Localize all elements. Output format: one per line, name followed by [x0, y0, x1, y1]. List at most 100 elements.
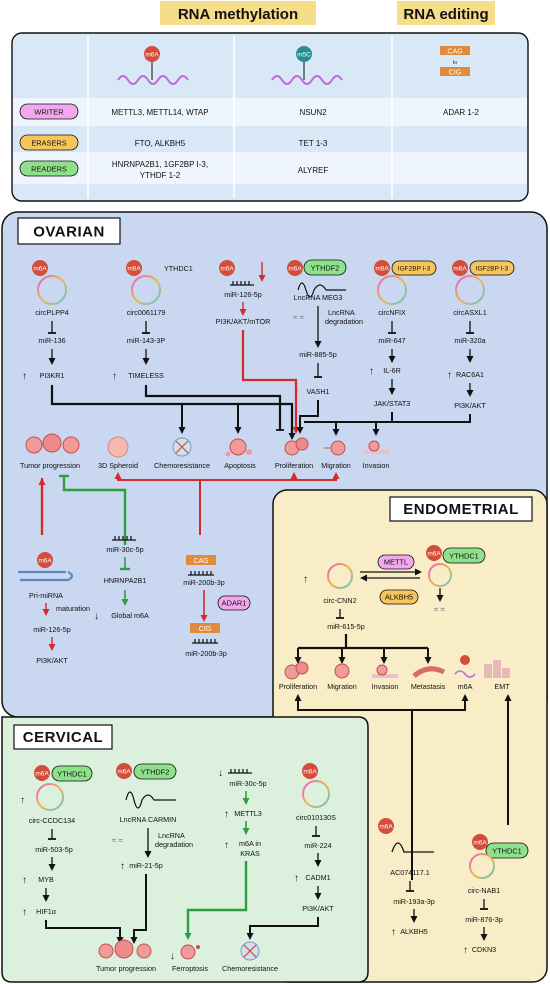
mir503-label: miR-503-5p: [35, 845, 73, 854]
endometrial-title: ENDOMETRIAL: [403, 501, 519, 518]
m6a-mark-label: m6A: [288, 266, 302, 273]
m6a-mark-label: m6A: [220, 266, 234, 273]
cag-label: CAG: [447, 49, 462, 56]
pathway-connector: [412, 694, 469, 711]
mir647-label: miR-647: [378, 336, 405, 345]
to-label: to: [453, 60, 458, 66]
cdkn3-label: CDKN3: [472, 945, 496, 954]
ythdf2-label: YTHDF2: [141, 768, 170, 777]
outcome-migration: Migration: [321, 461, 351, 470]
cig-label: CIG: [449, 70, 461, 77]
circnfix-label: circNFIX: [378, 308, 406, 317]
up-arrow-icon: ↑: [391, 927, 396, 938]
circrna-icon: [37, 275, 67, 305]
up-arrow-icon: ↑: [369, 366, 374, 377]
igf2bp-label: IGF2BP I-3: [476, 266, 509, 273]
pathway-connector: [296, 400, 319, 434]
m5c-eraser: TET 1-3: [299, 139, 328, 148]
outcome-tumor-progression: Tumor progression: [20, 461, 80, 470]
pathway-connector: [246, 917, 319, 940]
header-rna-methylation: RNA methylation: [178, 6, 298, 23]
m5c-writer: NSUN2: [299, 108, 327, 117]
cerv-pi3k-akt-label: PI3K/AKT: [302, 904, 334, 913]
endo-outcome-metastasis: Metastasis: [411, 682, 446, 691]
mir320a-label: miR-320a: [454, 336, 485, 345]
endo-outcome-migration: Migration: [327, 682, 357, 691]
cervical-title-box: [13, 724, 113, 750]
edit-site-icon: [186, 555, 216, 565]
pi3k-akt-mtor-label: PI3K/AKT/mTOR: [216, 317, 271, 326]
pri-mirna-icon: [18, 570, 74, 582]
up-arrow-icon: ↑: [22, 907, 27, 918]
m6a-mark-icon: [378, 818, 394, 834]
mir876-label: miR-876-3p: [465, 915, 503, 924]
pathway-connector: [130, 874, 147, 944]
mirna-icon: [230, 281, 254, 286]
chemoresistance-icon: [240, 941, 260, 961]
circrna-icon: [377, 275, 407, 305]
outcome-invasion: Invasion: [363, 461, 390, 470]
down-arrow-icon: ↓: [218, 768, 223, 779]
tumor-progression-icon: [98, 939, 152, 959]
global-m6a-label: Global m6A: [111, 611, 149, 620]
mir136-label: miR-136: [38, 336, 65, 345]
degradation-icon: ≈ ≈: [434, 605, 446, 614]
migration-icon: [334, 663, 350, 679]
mettl3-label: METTL3: [234, 809, 262, 818]
mir21-label: miR-21-5p: [129, 861, 163, 870]
red-connector: [200, 472, 340, 481]
spheroid-icon: [107, 436, 129, 458]
up-arrow-icon: ↑: [224, 840, 229, 851]
cerv-outcome-chemoresistance: Chemoresistance: [222, 964, 278, 973]
migration-icon: [324, 440, 346, 456]
vash1-label: VASH1: [306, 387, 329, 396]
mir200b-label: miR-200b-3p: [183, 578, 225, 587]
invasion-icon: [364, 440, 390, 454]
up-arrow-icon: ↑: [120, 861, 125, 872]
m6a-mark-icon: [472, 834, 488, 850]
outcome-apoptosis: Apoptosis: [224, 461, 256, 470]
erasers-label: ERASERS: [31, 139, 66, 148]
lncrna-meg3-label: LncRNA MEG3: [294, 293, 343, 302]
outcome-3d-spheroid: 3D Spheroid: [98, 461, 138, 470]
cig-label: CIG: [199, 626, 211, 633]
circrna-icon: [302, 780, 330, 808]
carmin-degradation-line1: LncRNA: [158, 831, 185, 840]
circrna-icon: [469, 853, 495, 879]
endometrial-title-box: [389, 496, 533, 522]
mirna-icon: [228, 769, 252, 774]
up-arrow-icon: ↑: [303, 574, 308, 585]
degradation-icon: ≈ ≈: [293, 313, 305, 322]
outcome-chemoresistance: Chemoresistance: [154, 461, 210, 470]
m6a-in-kras-line2: KRAS: [240, 849, 260, 858]
m6a-mark-label: m6A: [127, 266, 141, 273]
ythdc1-label: YTHDC1: [449, 552, 479, 561]
pi3k-akt-lower-label: PI3K/AKT: [36, 656, 68, 665]
m6a-readers-line1: HNRNPA2B1, 1GF2BP I-3,: [112, 160, 208, 169]
down-arrow-icon: ↓: [94, 611, 99, 622]
m6a-mark-icon: [34, 765, 50, 781]
pi3k-akt-label: PI3K/AKT: [454, 401, 486, 410]
rac6a1-label: RAC6A1: [456, 370, 484, 379]
m6a-mark-label: m6A: [427, 551, 441, 558]
circ-ccdc134-label: circ-CCDC134: [29, 816, 75, 825]
m6a-mark-label: m6A: [33, 266, 47, 273]
circ-nab1-label: circ-NAB1: [468, 886, 500, 895]
degradation-icon: ≈ ≈: [112, 836, 124, 845]
igf2bp-label: IGF2BP I-3: [398, 266, 431, 273]
up-arrow-icon: ↑: [294, 873, 299, 884]
proliferation-icon: [284, 437, 309, 456]
up-arrow-icon: ↑: [224, 809, 229, 820]
carmin-degradation-line2: degradation: [155, 840, 193, 849]
lncrna-icon: [297, 282, 346, 298]
ythdc1-pill: [51, 765, 93, 782]
up-arrow-icon: ↑: [22, 875, 27, 886]
lncrna-degradation-line2: degradation: [325, 317, 363, 326]
mir224-label: miR-224: [304, 841, 331, 850]
apoptosis-icon: [225, 438, 252, 457]
table-band-writer: [13, 98, 527, 126]
pathway-connector: [298, 634, 428, 650]
pi3kr1-label: PI3KR1: [40, 371, 65, 380]
m6a-mark-label: m6A: [35, 771, 49, 778]
m6a-mark-icon: [126, 260, 142, 276]
